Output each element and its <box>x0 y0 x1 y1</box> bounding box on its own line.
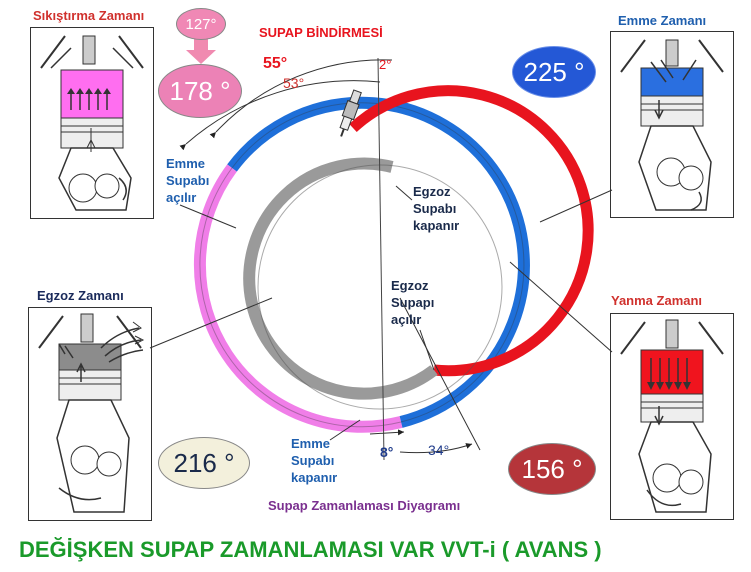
exhaust-stroke-label: Egzoz Zamanı <box>37 288 124 303</box>
intake-close-8-arrow <box>369 429 405 436</box>
compression-ring-arc <box>193 164 403 433</box>
angle-127-oval: 127° <box>176 8 226 40</box>
overlap-arc-55 <box>209 59 393 139</box>
angle-178-oval: 178 ° <box>158 64 242 118</box>
compression-engine-icon <box>40 35 144 211</box>
intake-engine-panel <box>610 31 734 218</box>
spark-plug-icon <box>339 89 362 137</box>
power-stroke-label: Yanma Zamanı <box>611 293 703 308</box>
main-title: DEĞİŞKEN SUPAP ZAMANLAMASI VAR VVT-i ( A… <box>19 537 602 562</box>
compression-engine-panel <box>30 27 154 219</box>
angle-8: 8° <box>380 444 394 460</box>
intake-ring-arc <box>227 96 530 428</box>
power-ring-arc <box>349 85 594 377</box>
tdc-reference-line <box>377 57 385 461</box>
exhaust-open-label: Egzoz Supapı açılır <box>391 278 435 327</box>
compression-stroke-label: Sıkıştırma Zamanı <box>33 8 145 23</box>
angle-156-oval: 156 ° <box>508 443 596 495</box>
intake-stroke-label: Emme Zamanı <box>618 13 707 28</box>
exhaust-ring-arc <box>243 157 438 400</box>
intake-engine-icon <box>620 39 724 211</box>
angle-216-oval: 216 ° <box>158 437 250 489</box>
angle-34: 34° <box>428 442 450 458</box>
overlap-arc-53 <box>179 80 381 151</box>
angle-55: 55° <box>263 55 288 72</box>
overlap-title: SUPAP BİNDİRMESİ <box>259 25 383 40</box>
compression-to-178-arrow <box>194 37 208 51</box>
angle-2: 2° <box>379 57 392 72</box>
power-engine-panel <box>610 313 734 520</box>
intake-close-label: Emme Supabı kapanır <box>291 436 338 485</box>
exhaust-engine-icon <box>38 313 145 513</box>
power-engine-icon <box>620 319 724 513</box>
exhaust-open-34-arrow <box>399 443 473 454</box>
exhaust-engine-panel <box>28 307 152 521</box>
intake-open-label: Emme Supabı açılır <box>166 156 210 205</box>
exhaust-open-ray <box>399 297 481 451</box>
angle-53: 53° <box>283 75 305 91</box>
exhaust-close-label: Egzoz Supabı kapanır <box>413 184 460 233</box>
angle-225-oval: 225 ° <box>512 46 596 98</box>
diagram-caption: Supap Zamanlaması Diyagramı <box>268 498 461 513</box>
